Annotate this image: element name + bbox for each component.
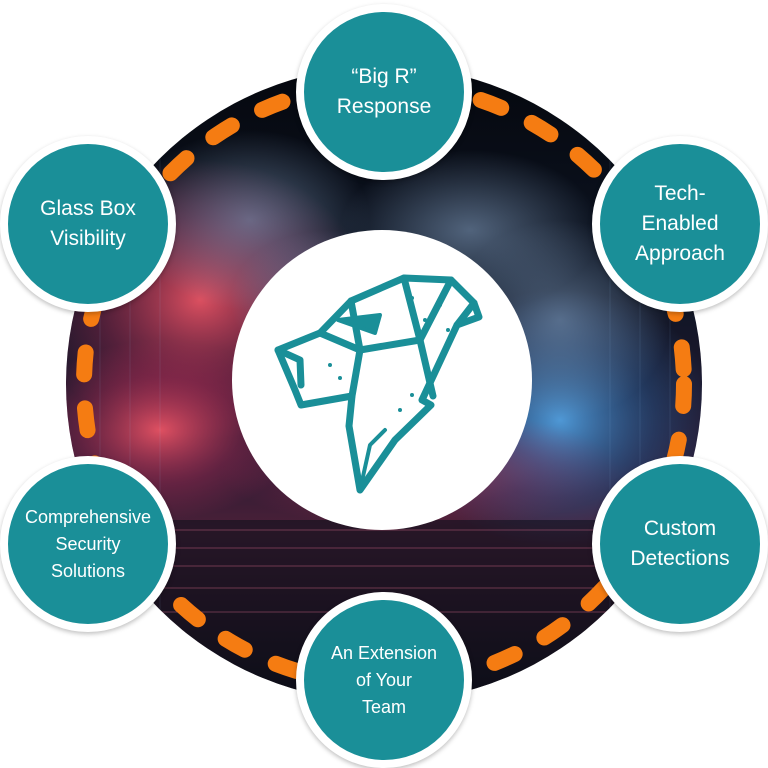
node-label: Tech- Enabled Approach [635,182,725,265]
node-tech-enabled-approach: Tech- Enabled Approach [592,136,768,312]
node-label: An Extension of Your Team [330,642,438,717]
node-label: “Big R” Response [336,65,432,118]
node-label: Comprehensive Security Solutions [24,506,152,581]
node-label: Glass Box Visibility [40,197,136,250]
node-big-r-response: “Big R” Response [296,4,472,180]
node-glass-box-visibility: Glass Box Visibility [0,136,176,312]
dog-head-logo [274,274,483,494]
node-comprehensive-security-solutions: Comprehensive Security Solutions [0,456,176,632]
node-custom-detections: Custom Detections [592,456,768,632]
node-extension-of-your-team: An Extension of Your Team [296,592,472,768]
node-label: Custom Detections [630,517,730,570]
